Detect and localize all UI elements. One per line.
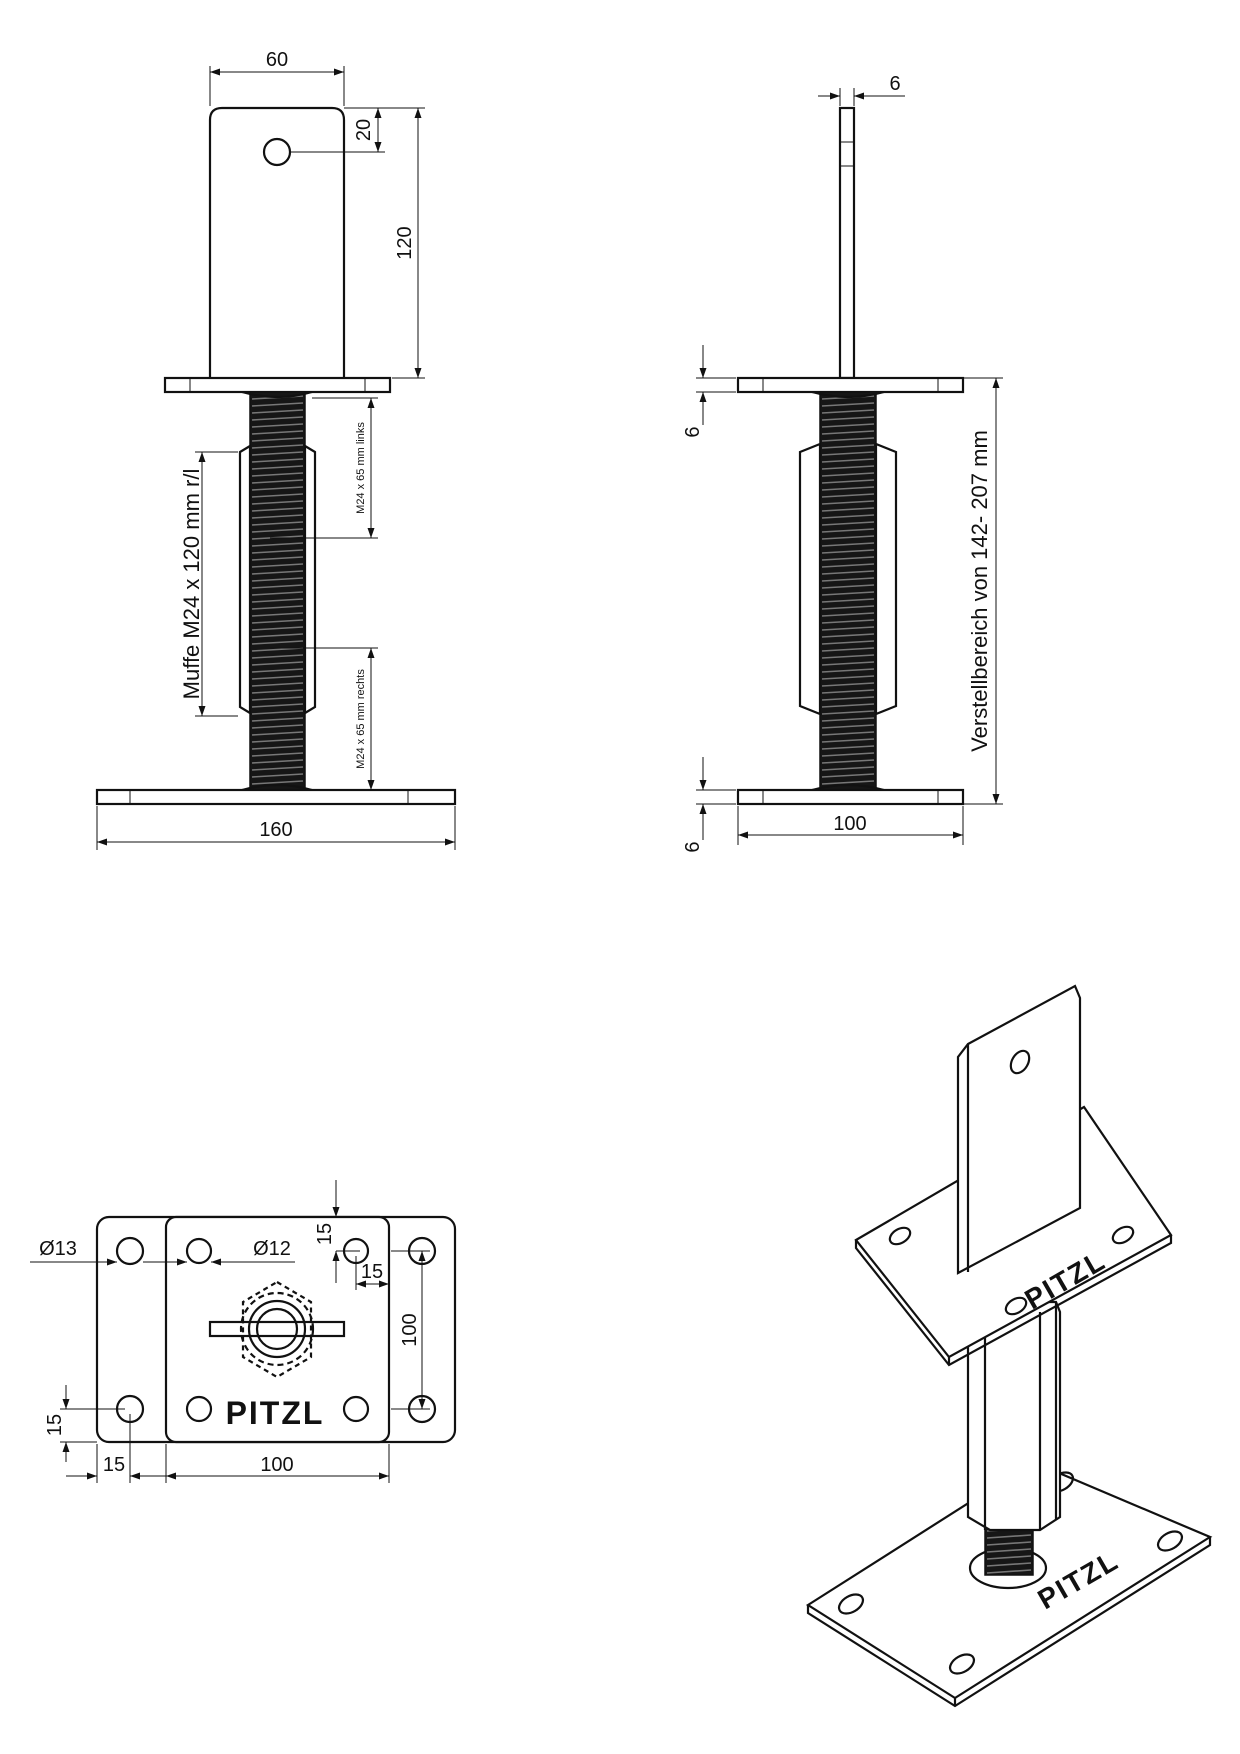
side-post-plate <box>838 106 856 380</box>
iso-top-hole-1 <box>888 1226 912 1246</box>
iso-top-hole-2 <box>1004 1296 1028 1316</box>
dim-side-thickness: 6 <box>889 73 900 95</box>
dim-side-base-width: 100 <box>833 813 866 835</box>
iso-base-hole-1 <box>837 1593 865 1615</box>
dim-edge-h-left: 15 <box>103 1454 125 1476</box>
dim-front-hole-offset: 20 <box>353 119 375 141</box>
dim-edge-v-right: 15 <box>314 1223 336 1245</box>
side-sleeve <box>798 442 898 716</box>
dim-edge-v-left: 15 <box>44 1414 66 1436</box>
side-view: 6 6 6 Verstellbereich von 142- 207 mm 10… <box>682 73 1003 853</box>
side-base-plate <box>736 788 965 806</box>
hole-small-4 <box>342 1395 370 1423</box>
dim-front-base-width: 160 <box>259 819 292 841</box>
dim-front-post-height: 120 <box>394 226 416 259</box>
dim-small-hole: Ø12 <box>253 1238 291 1260</box>
label-adjust-range: Verstellbereich von 142- 207 mm <box>967 430 992 752</box>
label-front-thread-right: M24 x 65 mm rechts <box>355 669 367 769</box>
label-sleeve: Muffe M24 x 120 mm r/l <box>179 469 204 700</box>
iso-base-hole-2 <box>948 1653 976 1675</box>
label-front-thread-left: M24 x 65 mm links <box>355 422 367 514</box>
front-sleeve <box>238 444 317 715</box>
iso-top-hole-3 <box>1111 1225 1135 1245</box>
iso-post-hole <box>1009 1049 1031 1075</box>
top-top-plate <box>164 1215 391 1444</box>
hole-small-3 <box>185 1395 213 1423</box>
top-view: PITZL Ø13 Ø12 15 15 100 15 15 <box>30 1180 457 1483</box>
hole-large-1 <box>115 1236 145 1266</box>
front-view: 60 20 120 M24 x 65 mm links M24 x 65 mm … <box>95 49 457 850</box>
front-base-plate <box>95 788 457 806</box>
side-top-plate <box>736 376 965 394</box>
isometric-view: PITZL PITZL <box>805 984 1213 1708</box>
dim-large-hole: Ø13 <box>39 1238 77 1260</box>
dim-top-width: 100 <box>260 1454 293 1476</box>
dim-side-base-plate-thickness: 6 <box>682 841 704 852</box>
dim-front-width-top: 60 <box>266 49 288 71</box>
hole-small-1 <box>185 1237 213 1265</box>
front-threaded-rod <box>249 391 306 791</box>
dim-side-top-plate-thickness: 6 <box>682 426 704 437</box>
side-threaded-rod <box>819 391 877 791</box>
top-nut-outline <box>241 1280 313 1379</box>
front-post-plate <box>208 106 346 385</box>
dim-top-height: 100 <box>399 1313 421 1346</box>
top-post-section <box>208 1320 346 1338</box>
top-brand-label: PITZL <box>226 1395 325 1431</box>
iso-post-plate <box>956 984 1082 1275</box>
iso-base-hole-3 <box>1156 1530 1184 1552</box>
dim-edge-h-right: 15 <box>361 1261 383 1283</box>
front-top-plate <box>163 376 392 394</box>
